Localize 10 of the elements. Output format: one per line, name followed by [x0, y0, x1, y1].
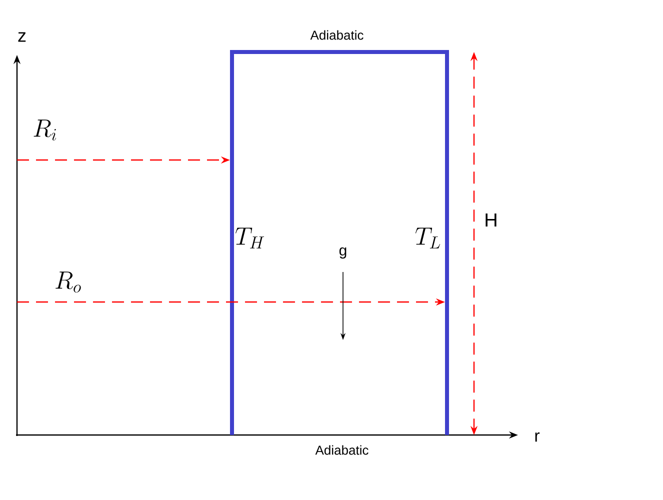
wall-label: Adiabatic — [315, 445, 368, 455]
radius-label: $R_o$ — [56, 272, 81, 293]
temperature-label: $T_H$ — [236, 228, 264, 248]
axis-label: z — [18, 32, 26, 42]
gravity-label: g — [339, 247, 346, 259]
radius-label: $R_i$ — [34, 120, 56, 141]
height-label: H — [486, 213, 496, 227]
temperature-label: $T_L$ — [415, 228, 440, 248]
axis-label: r — [535, 432, 540, 442]
wall-label: Adiabatic — [310, 30, 364, 40]
